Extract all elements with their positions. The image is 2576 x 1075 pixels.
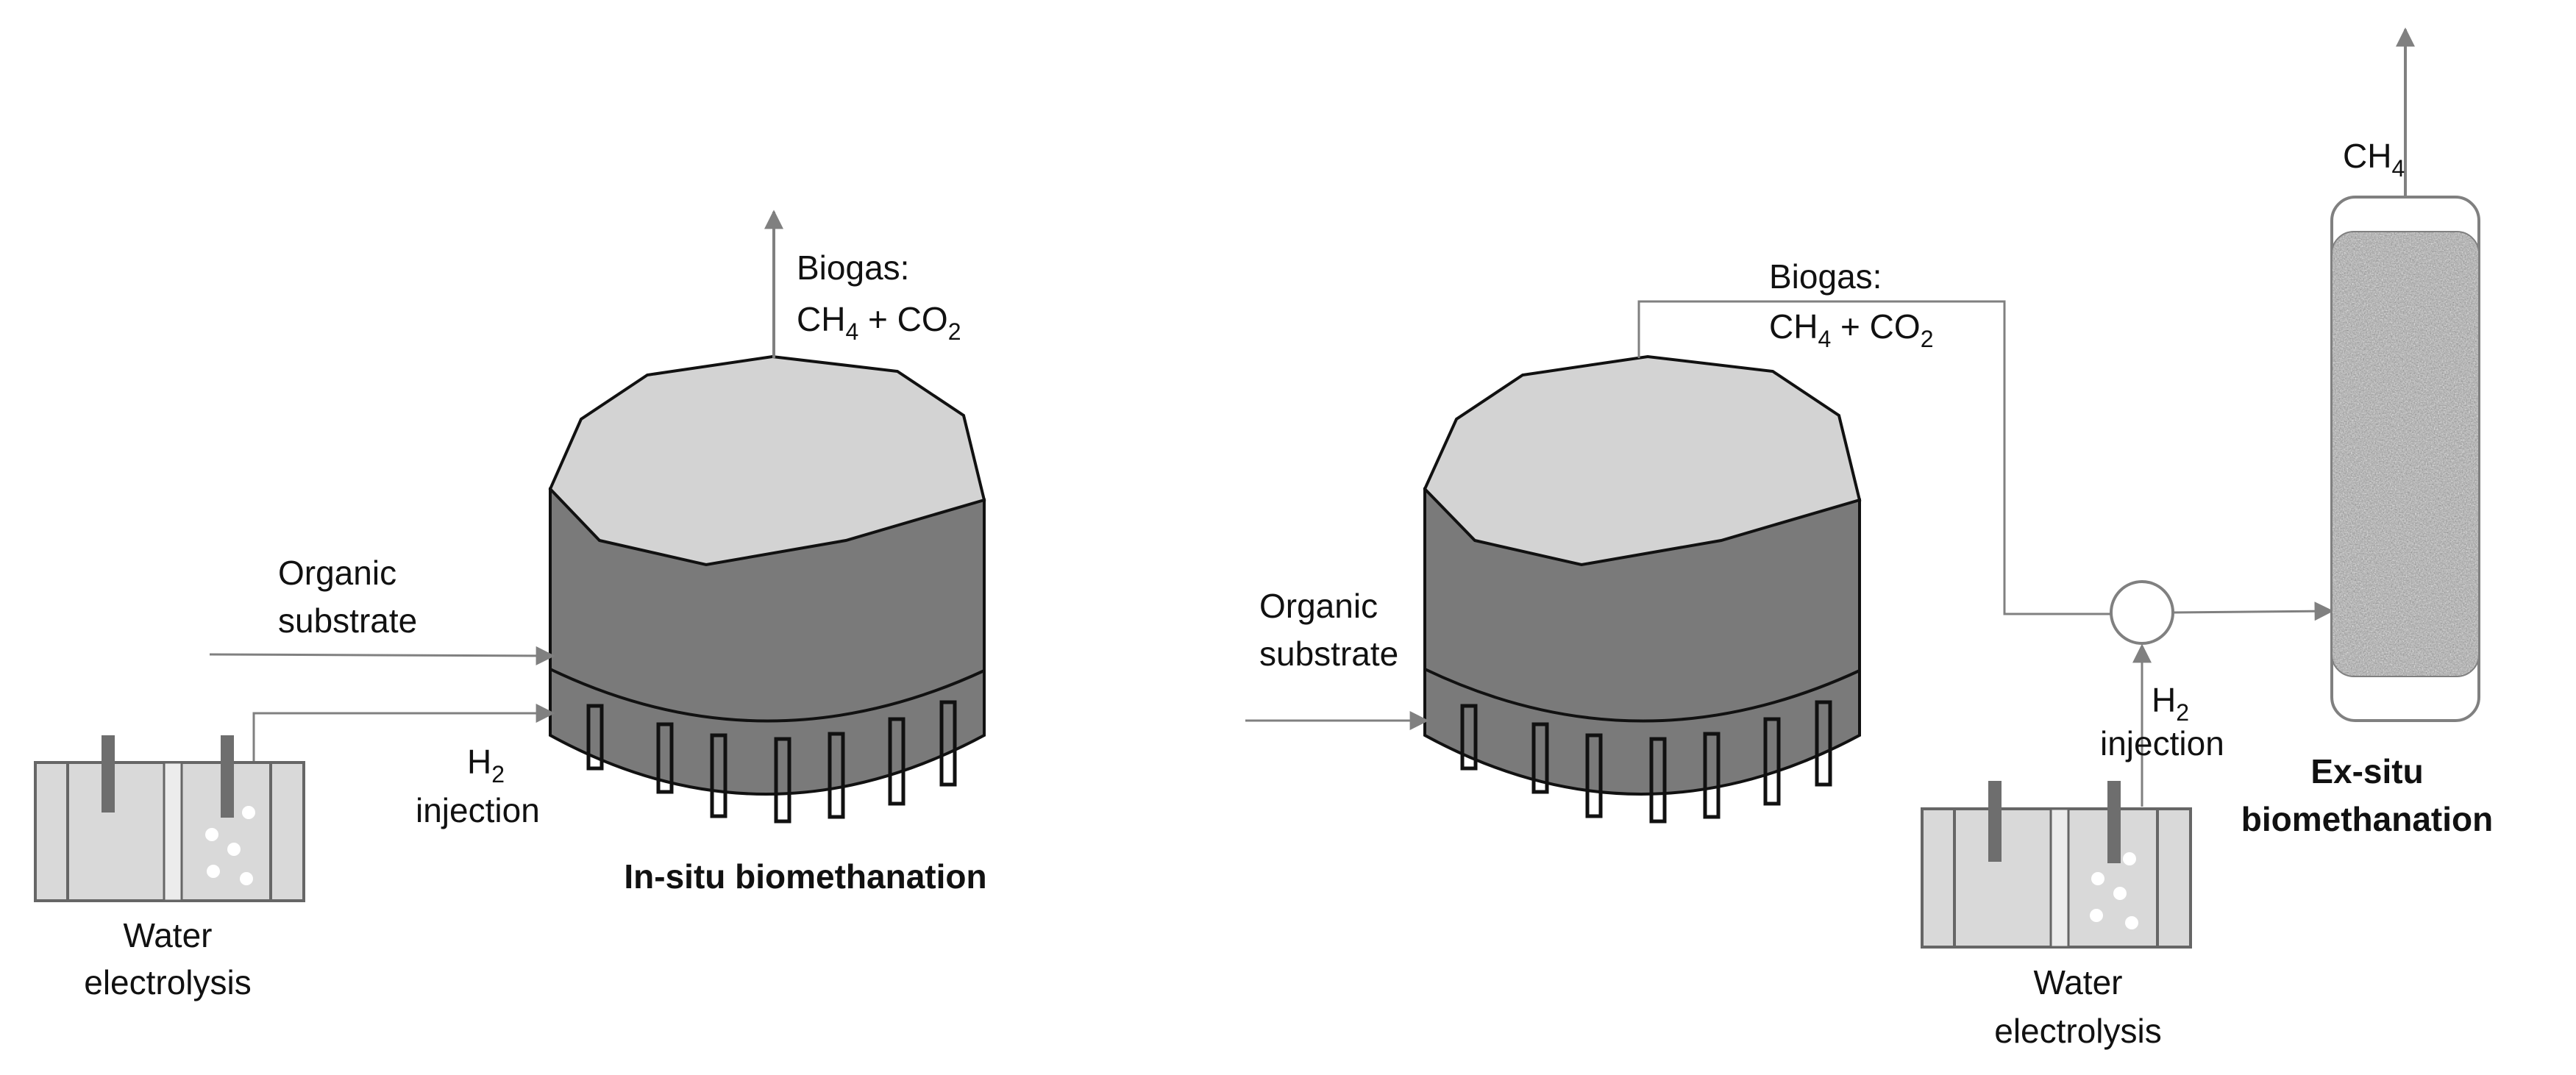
- ex-situ-title-line1: Ex-situ: [2310, 752, 2423, 790]
- in-situ-title: In-situ biomethanation: [624, 857, 986, 896]
- organic-label-line2: substrate: [278, 601, 417, 640]
- gas-bubbles: [205, 806, 255, 885]
- in-situ-digester: [548, 354, 986, 824]
- digester-slats: [586, 700, 957, 824]
- ex-situ-electrolysis-tank: [1921, 781, 2192, 949]
- biogas-formula: CH4 + CO2: [1769, 307, 1933, 352]
- electrolysis-label-line2: electrolysis: [84, 963, 252, 1001]
- in-situ-electrolysis-tank: [34, 735, 305, 902]
- ex-situ-title-line2: biomethanation: [2241, 800, 2493, 838]
- electrolysis-label-line1: Water: [124, 916, 213, 954]
- digester-band: [549, 668, 985, 723]
- biogas-label: Biogas:: [1769, 257, 1882, 296]
- organic-label-line2: substrate: [1259, 635, 1398, 673]
- biogas-pipe: [1637, 300, 2111, 615]
- ch4-label: CH4: [2343, 137, 2405, 182]
- electrolysis-label-line1: Water: [2034, 963, 2123, 1001]
- in-situ-panel: Biogas: CH4 + CO2 Organic substrate H2 i…: [34, 210, 987, 1001]
- mixing-point: [2110, 580, 2174, 645]
- injection-label: injection: [2100, 724, 2224, 762]
- digester-slats: [1460, 700, 1832, 824]
- organic-label-line1: Organic: [278, 554, 396, 592]
- digester-band: [1424, 668, 1860, 723]
- biogas-label: Biogas:: [797, 249, 909, 287]
- h2-injection-arrow: [252, 704, 555, 761]
- injection-label: injection: [416, 791, 540, 829]
- digester-top: [548, 354, 986, 567]
- digester-top: [1423, 354, 1862, 567]
- mixed-gas-arrow: [2172, 601, 2334, 621]
- organic-feed-arrow: [209, 646, 555, 665]
- ex-situ-digester: [1423, 354, 1862, 824]
- biogas-formula: CH4 + CO2: [797, 300, 961, 345]
- h2-label: H2: [2152, 681, 2189, 726]
- ex-situ-column: [2330, 196, 2480, 722]
- gas-bubbles: [2090, 852, 2138, 929]
- organic-label-line1: Organic: [1259, 587, 1378, 625]
- h2-label: H2: [467, 743, 505, 788]
- electrolysis-label-line2: electrolysis: [1994, 1012, 2162, 1050]
- ex-situ-panel: Biogas: CH4 + CO2 Organic substrate H2 i…: [1245, 27, 2493, 1050]
